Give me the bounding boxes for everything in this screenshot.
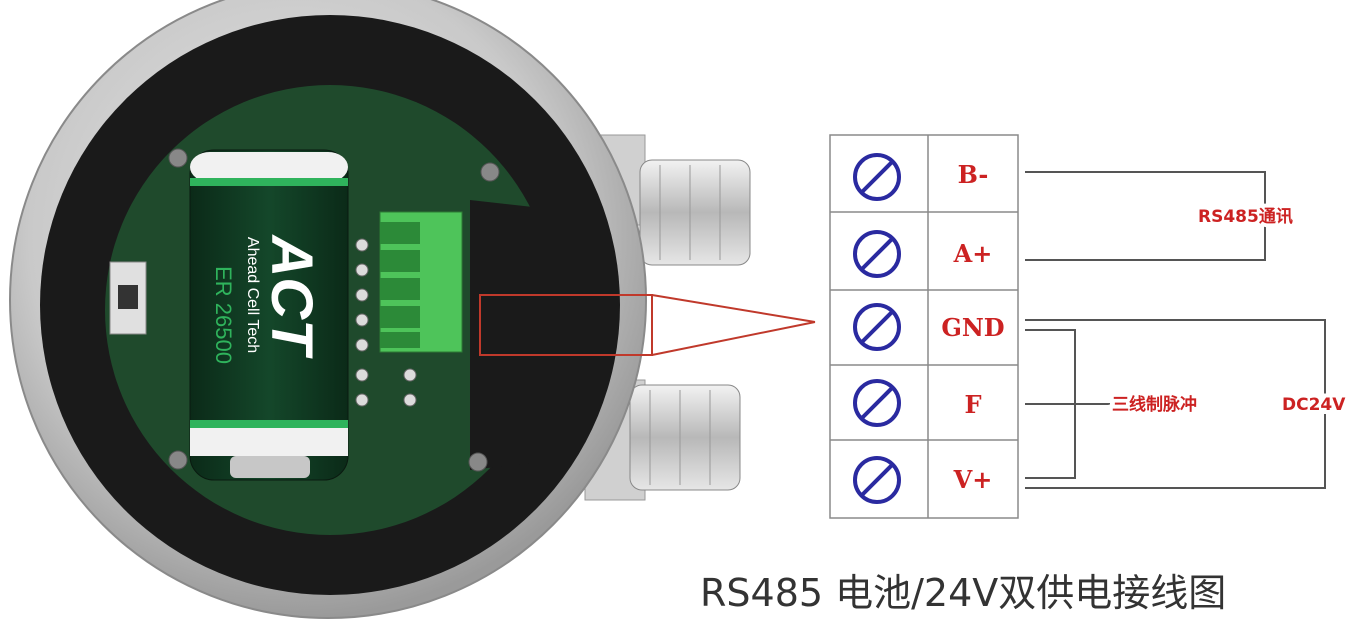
battery-model: ER 26500 [211,266,236,364]
screw-icon [853,230,901,278]
device-photo: ACT Ahead Cell Tech ER 26500 [9,0,816,619]
annotation-rs485: RS485通讯 [1198,207,1293,227]
battery-brand: ACT [259,233,324,359]
pcb-screw-icon [480,162,500,182]
lower-cable-gland [584,379,741,501]
screw-icon [853,379,901,427]
diagram-caption: RS485 电池/24V双供电接线图 [700,571,1227,615]
wiring [1025,171,1326,489]
terminal-table [829,134,1019,519]
pcb-screw-icon [168,450,188,470]
screw-icon [853,153,901,201]
annotation-pulse: 三线制脉冲 [1112,394,1197,415]
screw-icon [853,456,901,504]
pcb-screw-icon [168,148,188,168]
terminal-label-v-plus: V+ [953,465,993,494]
pin-header [355,238,417,407]
terminal-label-gnd: GND [941,313,1004,342]
terminal-screws [853,153,901,504]
terminal-label-a-plus: A+ [953,239,993,268]
battery-maker: Ahead Cell Tech [244,237,261,353]
callout-line [651,294,816,323]
screw-icon [853,303,901,351]
terminal-block [379,211,463,353]
terminal-label-b-minus: B- [958,160,989,189]
pcb-screw-icon [468,452,488,472]
battery: ACT Ahead Cell Tech ER 26500 [189,149,349,481]
terminal-label-f: F [964,390,981,419]
callout-line [651,321,816,356]
callout-box [479,294,653,356]
annotation-dc24v: DC24V [1282,395,1346,415]
